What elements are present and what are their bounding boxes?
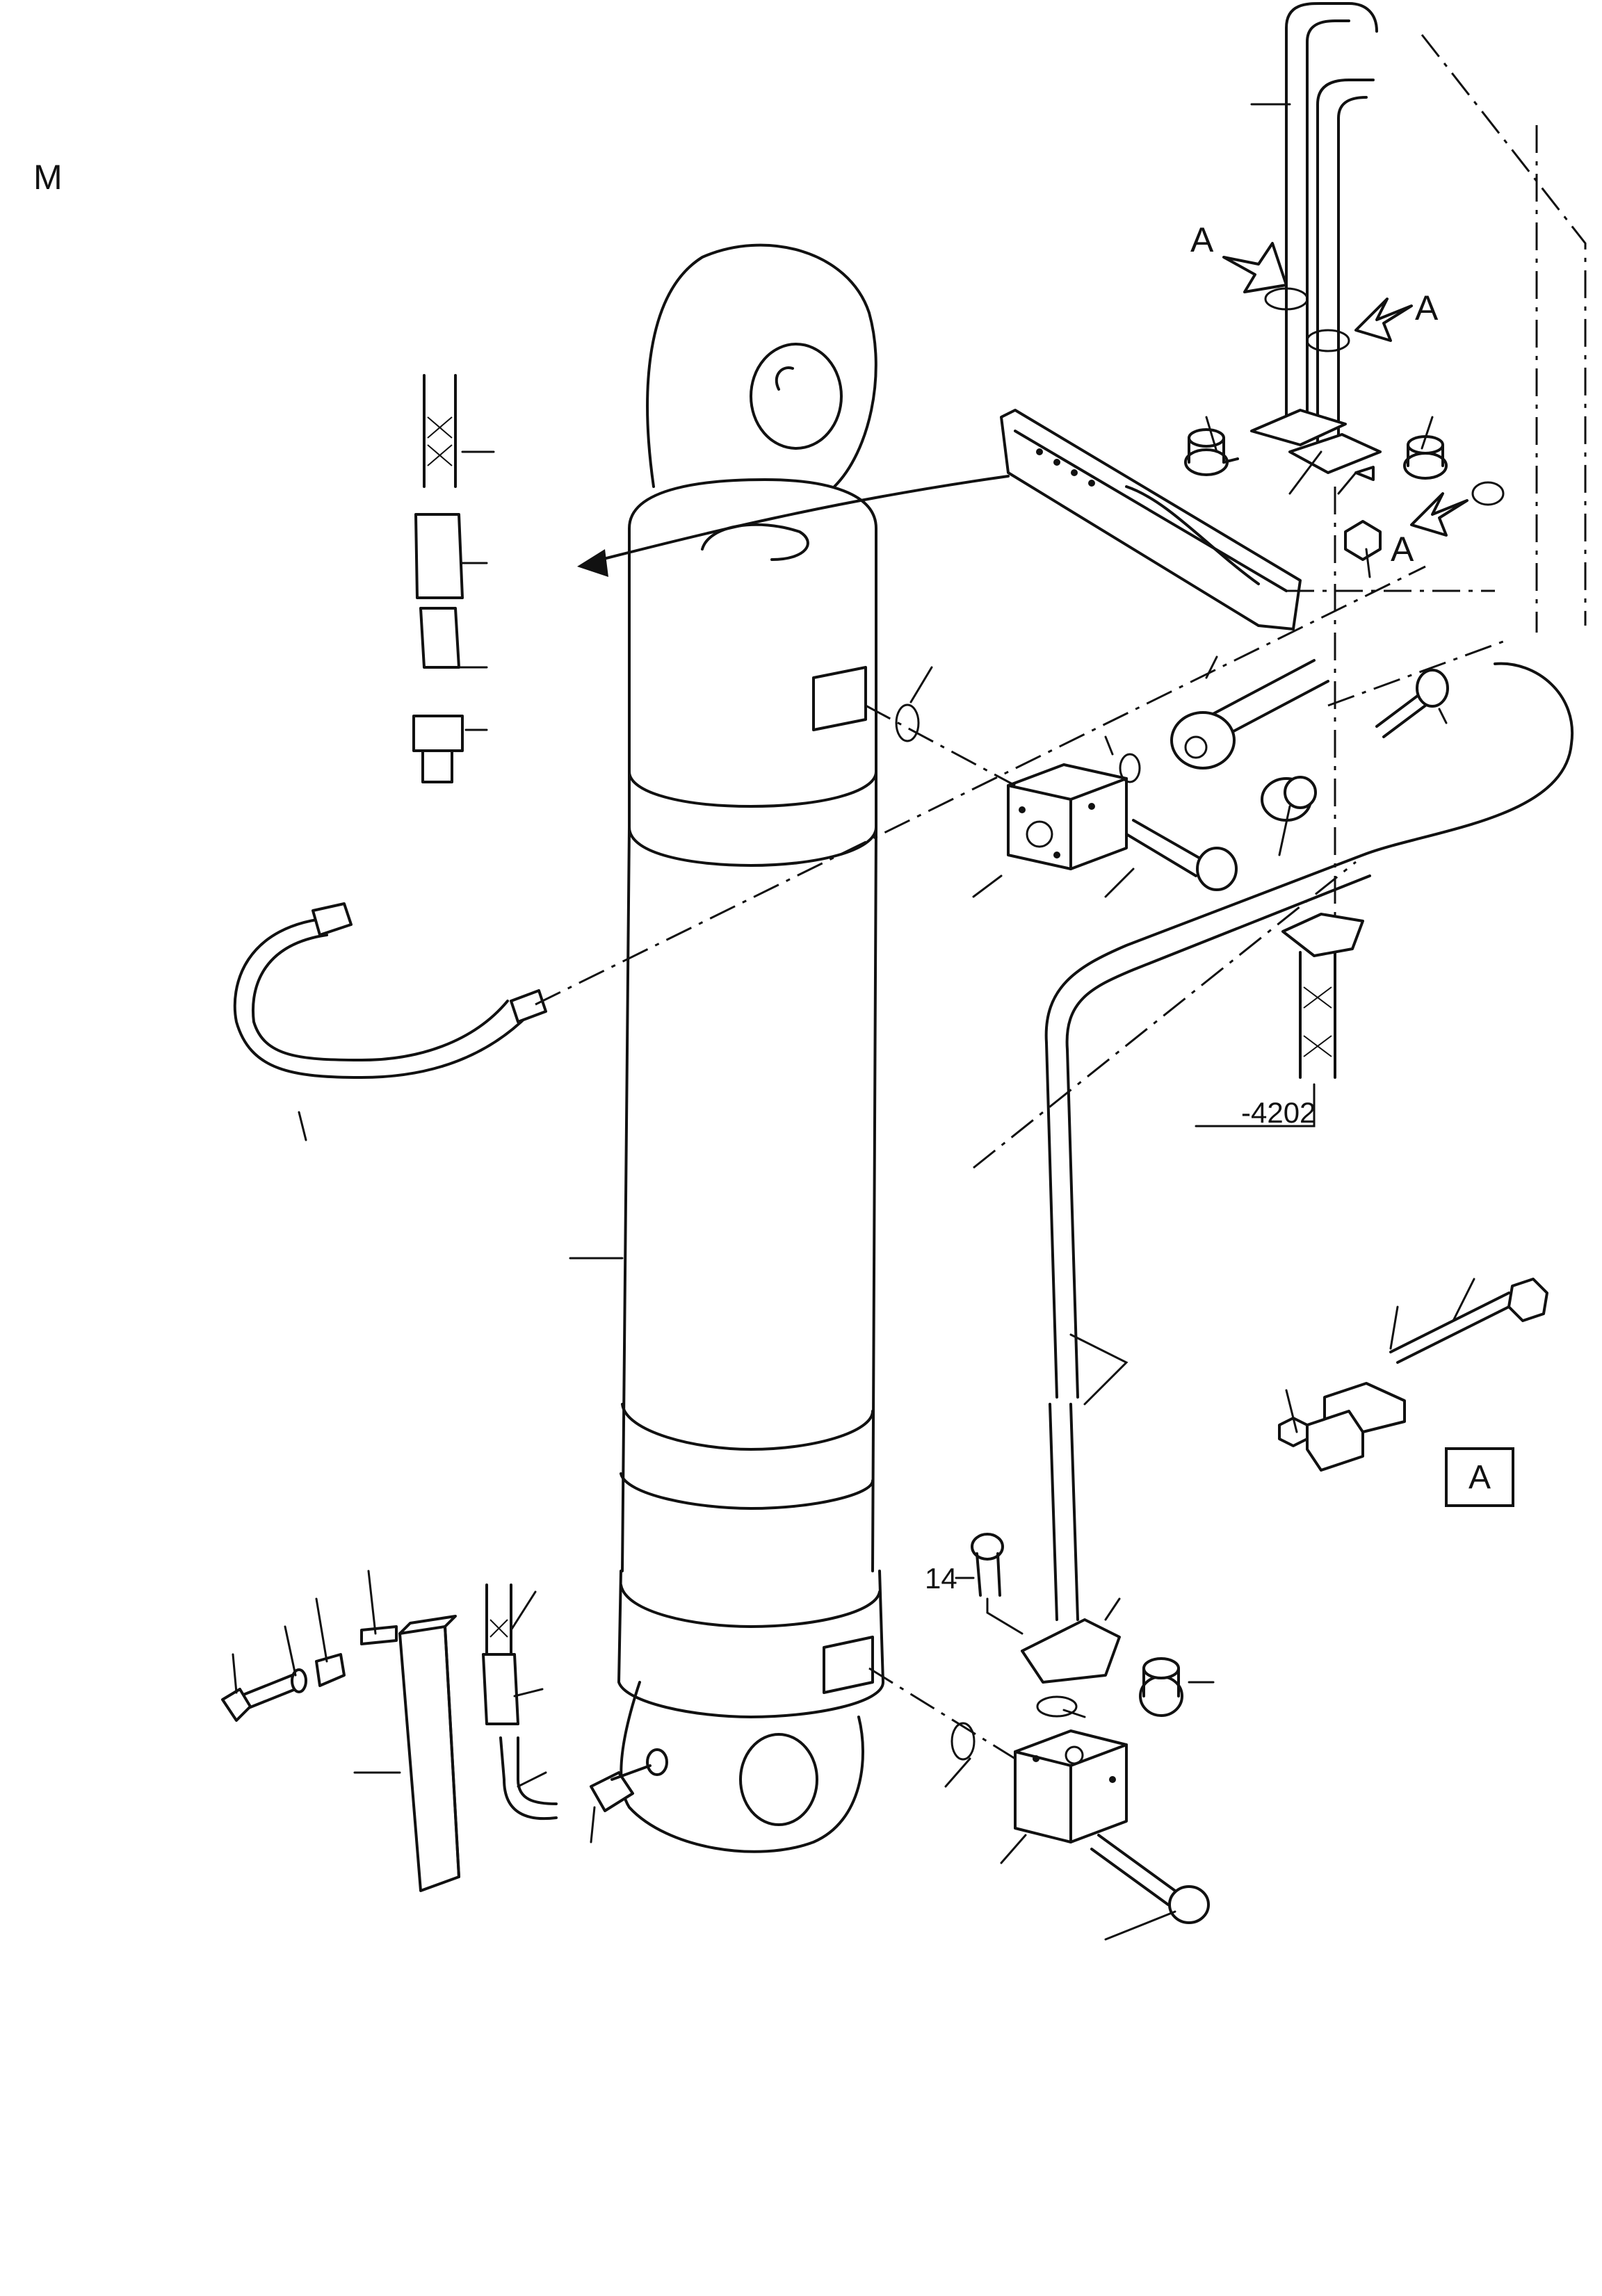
hex-nut-upper — [1344, 520, 1382, 561]
elbow-fitting — [590, 1748, 668, 1812]
hose-4202 — [1281, 913, 1364, 1079]
valve-block-upper — [1007, 763, 1128, 870]
tube-flange-assembly — [1170, 659, 1329, 770]
hose-loop — [233, 902, 547, 1079]
guard-plate — [398, 1615, 460, 1892]
page-marker: M — [33, 158, 63, 197]
view-marker-a-3: A — [1391, 530, 1414, 569]
view-marker-a-2: A — [1415, 288, 1439, 327]
lower-flange — [1021, 1618, 1121, 1718]
plug-fitting-mid — [1261, 776, 1317, 822]
o-ring-upper-left — [895, 703, 920, 742]
hydraulic-cylinder — [617, 243, 884, 1853]
hose-assembly-lower — [482, 1583, 558, 1821]
bolt-washer-clip — [221, 1625, 398, 1722]
socket-screw-flange — [1375, 669, 1449, 738]
socket-screw-upper — [1125, 819, 1238, 891]
o-ring-upper-right — [1119, 753, 1141, 783]
socket-screw-lower-14 — [971, 1533, 1004, 1597]
hose-assembly-top — [412, 374, 464, 783]
tube-clamp-detail — [1278, 1278, 1548, 1472]
part-ref-4202: -4202 — [1241, 1096, 1316, 1129]
split-flange-top — [1250, 409, 1382, 474]
plug-fitting-lower — [1139, 1657, 1183, 1717]
part-number-14: 14 — [925, 1562, 957, 1595]
installation-arrow — [586, 475, 1010, 564]
detail-a-box: A — [1445, 1447, 1514, 1507]
valve-block-lower — [1014, 1729, 1128, 1843]
center-lines — [535, 34, 1587, 1760]
installation-arrow-head — [577, 549, 608, 577]
socket-screw-lower — [1090, 1834, 1210, 1924]
plug-fitting-left — [1184, 428, 1229, 476]
view-marker-a-1: A — [1190, 220, 1214, 259]
view-arrows — [1222, 242, 1468, 537]
o-ring-lower — [950, 1722, 976, 1761]
steel-tube-loop — [1264, 2, 1505, 506]
leader-lines — [232, 103, 1475, 1941]
steel-tube-long — [1044, 662, 1574, 1621]
mounting-bracket — [1000, 409, 1302, 630]
plug-fitting-right — [1403, 435, 1448, 480]
